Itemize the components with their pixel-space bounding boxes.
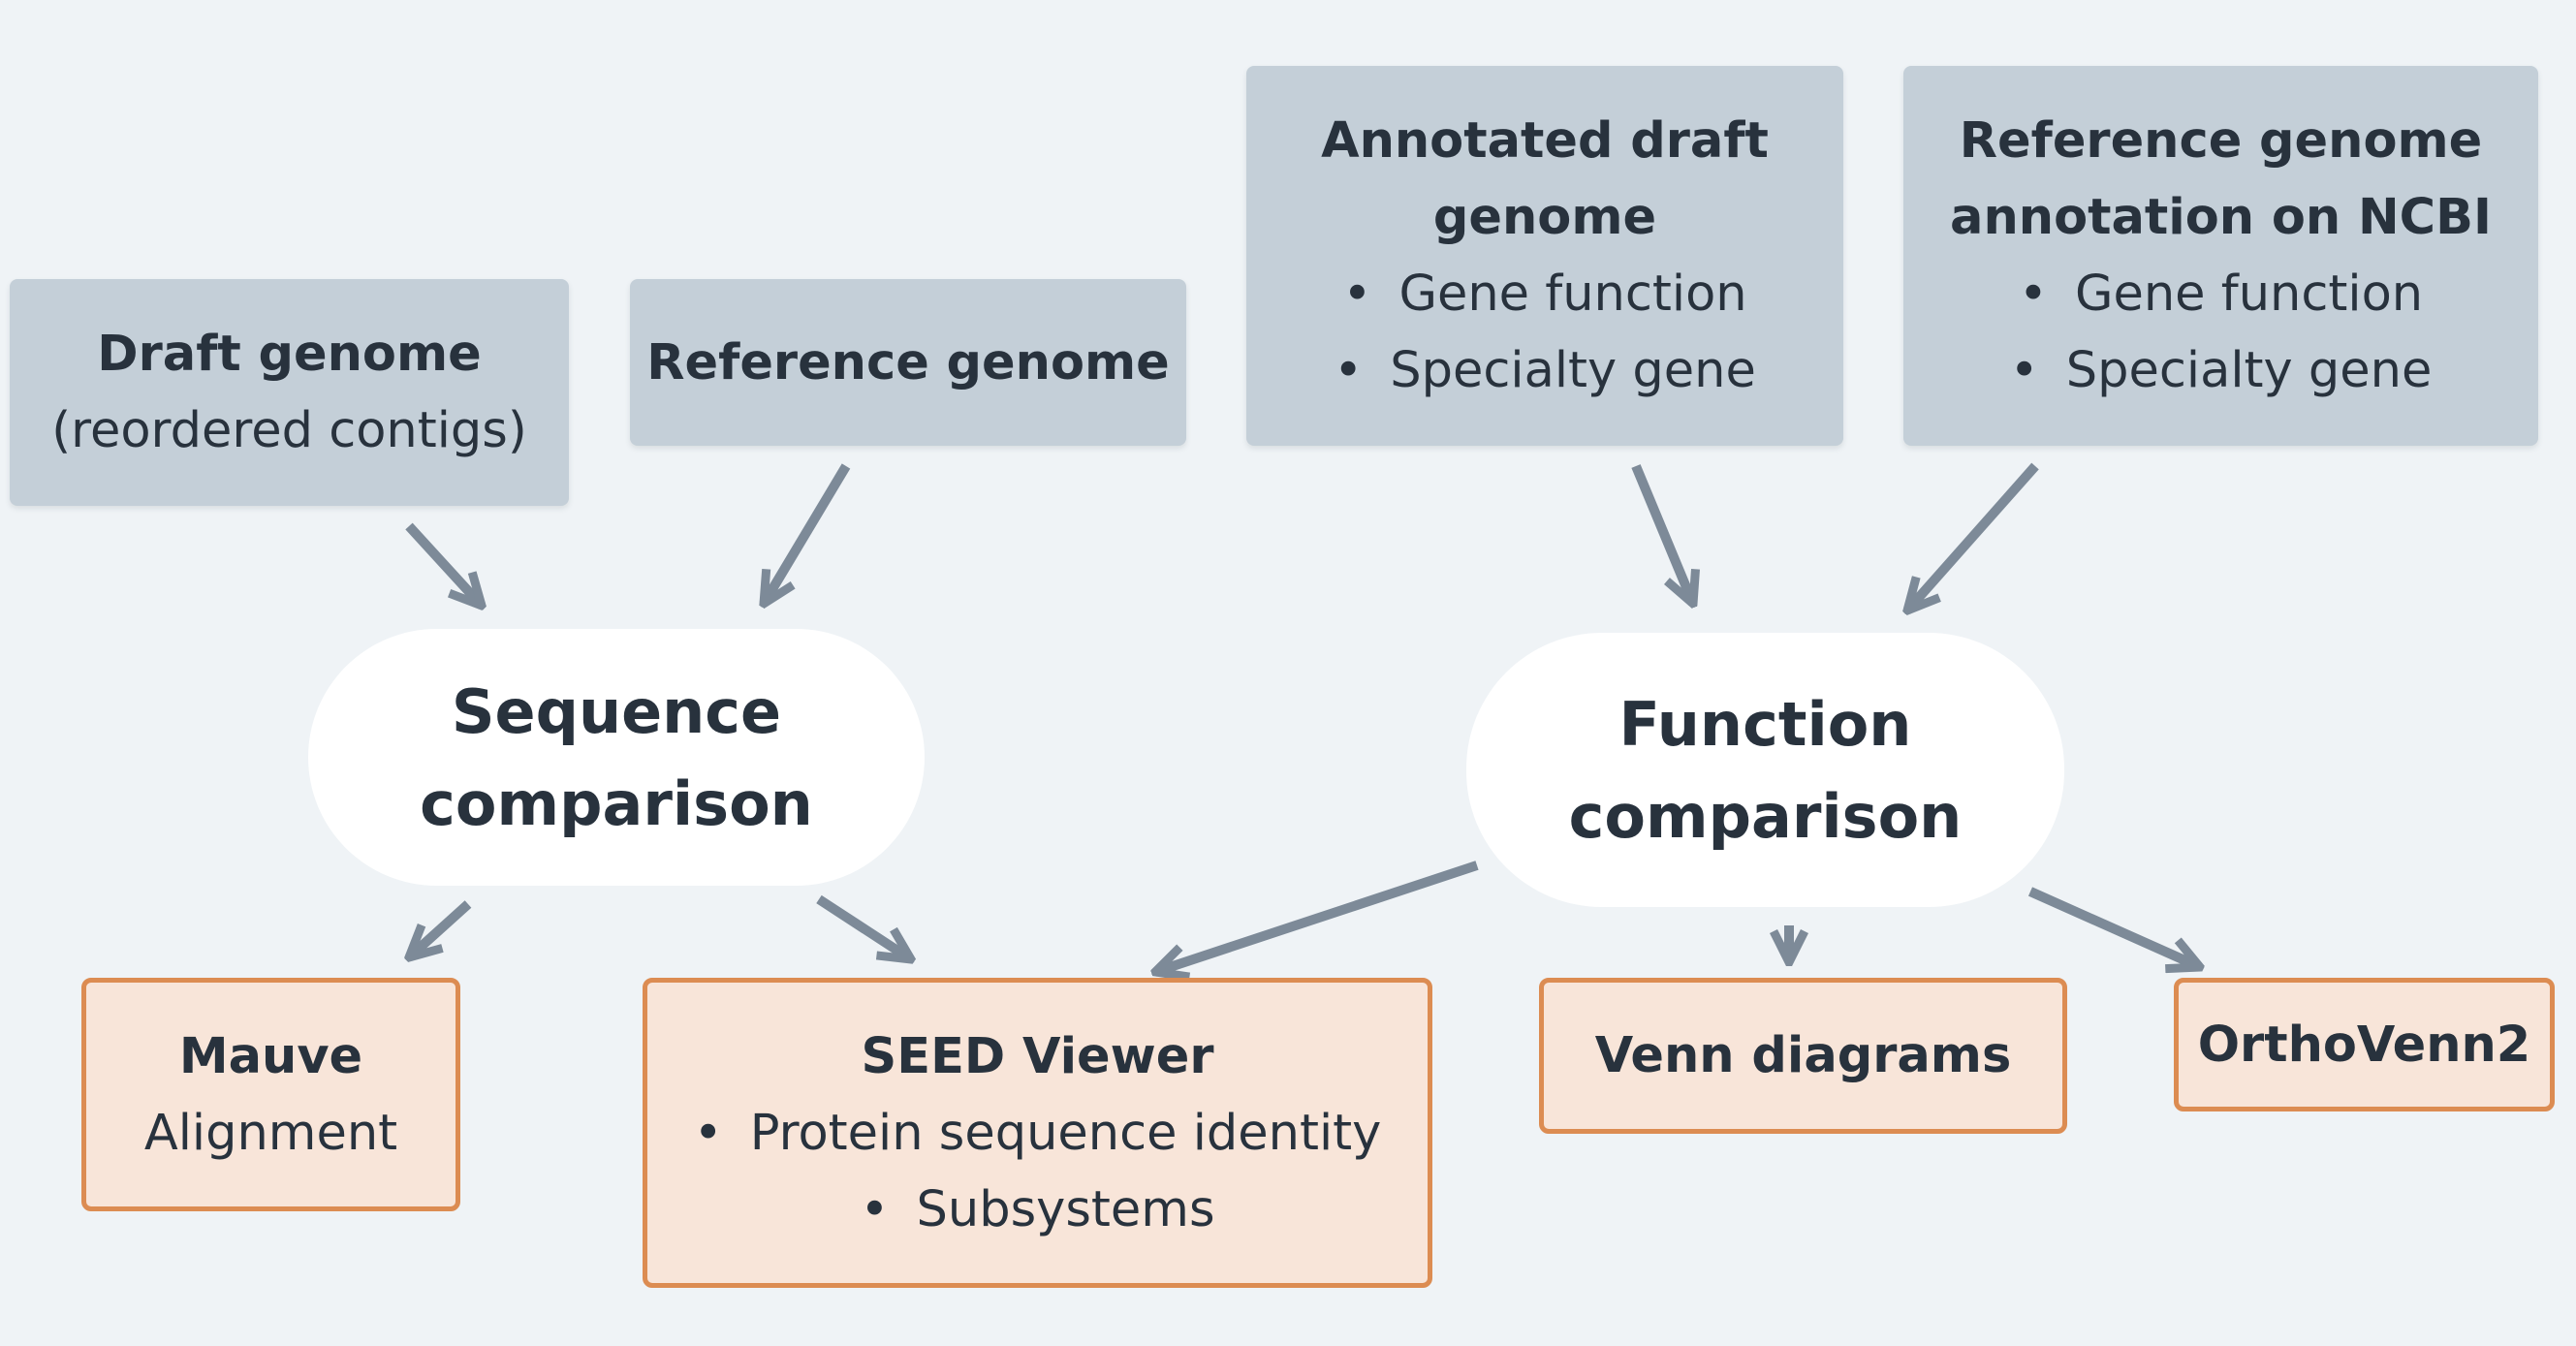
annotated-draft-genome-box: Annotated draft genome Gene function Spe… <box>1246 66 1843 446</box>
annotated-draft-bullet-2: Specialty gene <box>1334 332 1756 409</box>
arrow-sequence-to-seed <box>816 894 911 959</box>
seed-viewer-bullet-2: Subsystems <box>694 1172 1382 1248</box>
seed-viewer-bullets: Protein sequence identity Subsystems <box>694 1095 1382 1248</box>
reference-genome-title: Reference genome <box>646 333 1170 391</box>
sequence-comparison-line1: Sequence <box>451 675 782 747</box>
venn-diagrams-box: Venn diagrams <box>1539 978 2067 1134</box>
ncbi-bullets: Gene function Specialty gene <box>2010 256 2433 409</box>
venn-diagrams-title: Venn diagrams <box>1594 1027 2012 1084</box>
function-comparison-line1: Function <box>1618 688 1912 760</box>
seed-viewer-box: SEED Viewer Protein sequence identity Su… <box>643 978 1432 1288</box>
sequence-comparison-node: Sequence comparison <box>308 629 925 886</box>
annotated-draft-title-line2: genome <box>1432 189 1657 246</box>
orthovenn2-title: OrthoVenn2 <box>2197 1016 2531 1074</box>
ncbi-title-line1: Reference genome <box>1959 112 2483 170</box>
draft-genome-subtitle: (reordered contigs) <box>51 402 527 459</box>
arrow-ncbi-to-function <box>1907 462 2039 610</box>
draft-genome-title: Draft genome <box>97 326 482 383</box>
mauve-box: Mauve Alignment <box>81 978 460 1211</box>
sequence-comparison-line2: comparison <box>420 767 813 839</box>
mauve-subtitle: Alignment <box>143 1104 398 1162</box>
reference-genome-box: Reference genome <box>630 279 1186 446</box>
orthovenn2-box: OrthoVenn2 <box>2174 978 2555 1111</box>
arrow-sequence-to-mauve <box>409 900 472 957</box>
mauve-title: Mauve <box>178 1027 363 1085</box>
seed-viewer-bullet-1: Protein sequence identity <box>694 1095 1382 1172</box>
function-comparison-node: Function comparison <box>1466 633 2064 907</box>
arrow-function-to-orthovenn <box>2027 887 2200 967</box>
ncbi-annotation-box: Reference genome annotation on NCBI Gene… <box>1903 66 2538 446</box>
annotated-draft-title-line1: Annotated draft <box>1321 112 1769 170</box>
draft-genome-box: Draft genome (reordered contigs) <box>10 279 569 506</box>
arrow-annotated-to-function <box>1631 464 1693 604</box>
ncbi-bullet-2: Specialty gene <box>2010 332 2433 409</box>
arrow-function-to-seed <box>1155 861 1479 972</box>
arrow-draft-to-sequence <box>405 522 482 606</box>
annotated-draft-bullets: Gene function Specialty gene <box>1334 256 1756 409</box>
seed-viewer-title: SEED Viewer <box>861 1027 1214 1085</box>
arrow-reference-to-sequence <box>764 463 851 604</box>
annotated-draft-bullet-1: Gene function <box>1334 256 1756 332</box>
ncbi-title-line2: annotation on NCBI <box>1950 189 2492 246</box>
function-comparison-line2: comparison <box>1568 780 1963 852</box>
ncbi-bullet-1: Gene function <box>2010 256 2433 332</box>
